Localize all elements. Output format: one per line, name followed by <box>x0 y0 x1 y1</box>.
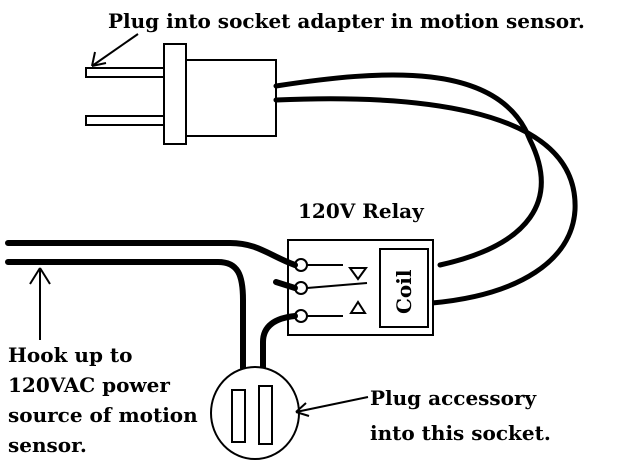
hookup-line-2: 120VAC power <box>8 373 170 397</box>
hookup-line-1: Hook up to <box>8 343 132 367</box>
plug-body <box>185 59 277 137</box>
plug-cord <box>273 72 578 306</box>
power-source-arrow <box>29 267 51 340</box>
hookup-line-3: source of motion <box>8 403 198 427</box>
contact-triangle-bottom <box>349 300 367 314</box>
relay-terminals <box>294 258 308 323</box>
relay-coil: Coil <box>379 248 429 328</box>
plug-face <box>163 43 187 145</box>
electrical-socket <box>210 366 300 460</box>
power-source-cord <box>5 240 298 371</box>
socket-pointer-arrow <box>295 396 369 417</box>
accessory-line-1: Plug accessory <box>370 386 538 410</box>
relay-contacts <box>306 264 368 317</box>
contact-triangle-top <box>348 267 368 281</box>
relay-title: 120V Relay <box>298 199 425 223</box>
accessory-label: Plug accessory into this socket. <box>370 386 551 445</box>
socket-slot-left <box>231 389 246 443</box>
plug-instruction-label: Plug into socket adapter in motion senso… <box>108 9 585 33</box>
plug-prong-top <box>85 67 165 78</box>
power-plug <box>85 43 277 145</box>
plug-prong-bottom <box>85 115 165 126</box>
socket-body <box>210 366 300 460</box>
hookup-line-4: sensor. <box>8 433 87 457</box>
coil-label: Coil <box>392 269 416 314</box>
accessory-line-2: into this socket. <box>370 421 551 445</box>
socket-slot-right <box>258 385 273 445</box>
hookup-label: Hook up to 120VAC power source of motion… <box>8 343 198 457</box>
plug-pointer-arrow <box>91 33 139 67</box>
socket-wires <box>260 279 298 373</box>
